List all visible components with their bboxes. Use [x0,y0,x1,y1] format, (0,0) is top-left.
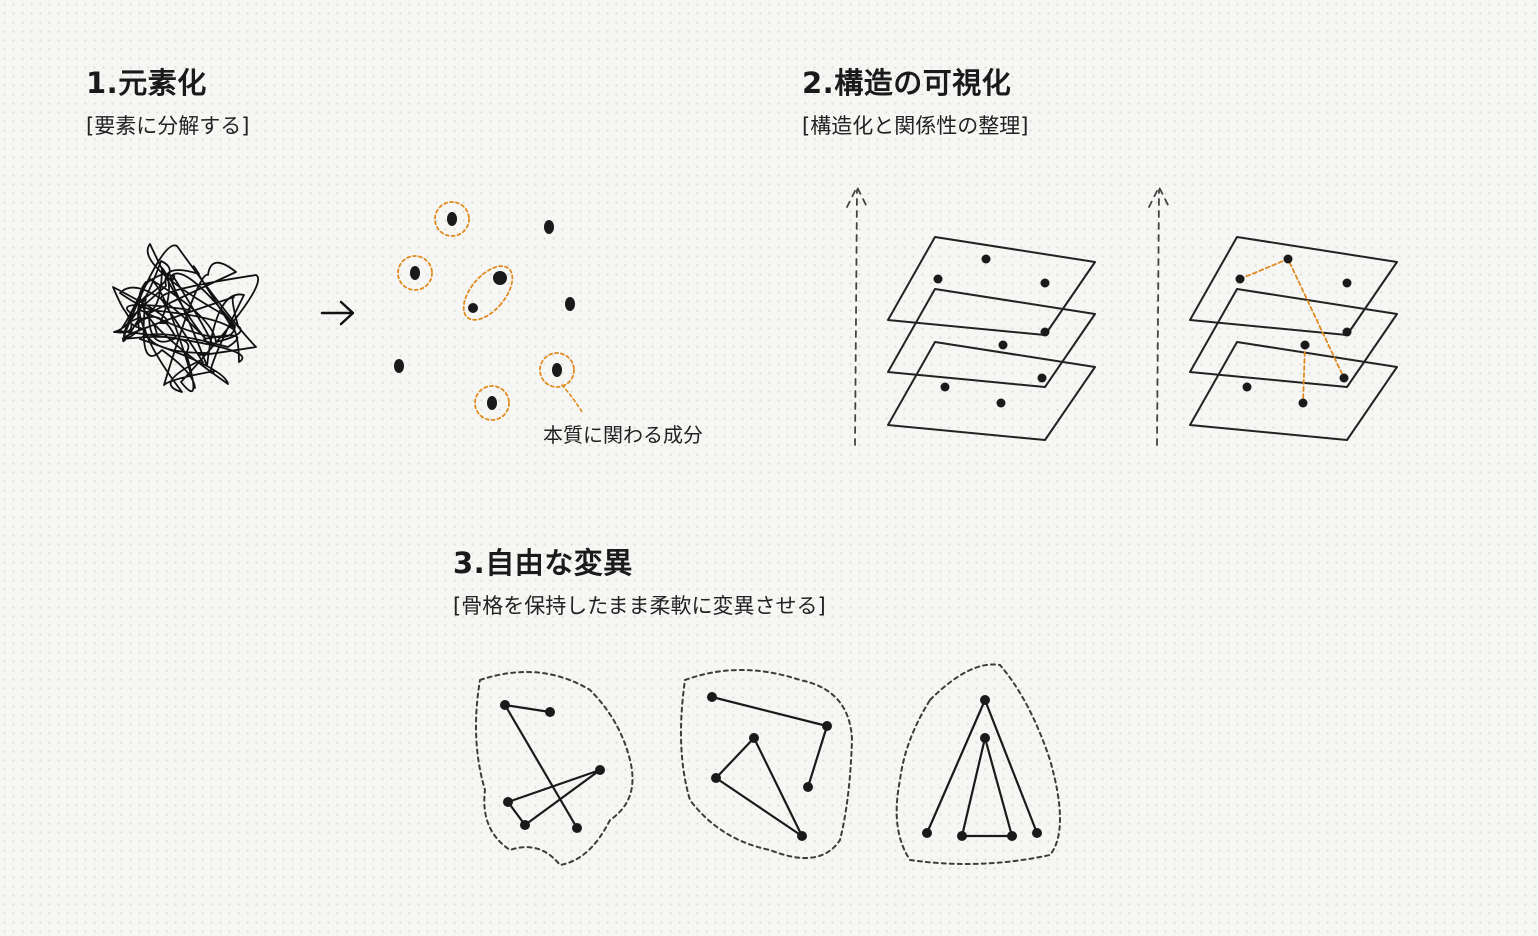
skeleton-node [520,820,530,830]
section-1-title: 1.元素化 [86,66,207,100]
section-2-subtitle: [構造化と関係性の整理] [802,114,1029,138]
layer-dot [1242,382,1252,392]
layer-dot [1342,278,1352,288]
skeleton-node [797,831,807,841]
highlight-circle [474,385,510,421]
skeleton-node [980,695,990,705]
layer-dot [1298,398,1308,408]
section-1-subtitle: [要素に分解する] [86,114,250,138]
layer-dot [933,274,943,284]
layer-dot [996,398,1006,408]
layer-dot [1040,327,1050,337]
layer-plane [887,236,1096,336]
skeleton-node [711,773,721,783]
element-dot [544,220,554,234]
vertical-axis-arrow [1148,186,1169,446]
layer-dot [1037,373,1047,383]
layer-dot [940,382,950,392]
layer-plane [1189,288,1398,388]
arrow-right-icon [320,300,355,326]
skeleton-node [957,831,967,841]
skeleton-node [822,721,832,731]
skeleton-node [749,733,759,743]
variation-shapes [475,663,1061,866]
skeleton-line [503,703,602,830]
skeleton-node [545,707,555,717]
skeleton-node [803,782,813,792]
element-dot [410,266,420,280]
skeleton-node [980,733,990,743]
annotation-leader-line [561,384,583,413]
layer-stacks [846,186,1398,446]
skeleton-line [925,698,1039,838]
layer-dot [1339,373,1349,383]
highlight-group [462,265,514,321]
layer-dot [1283,254,1293,264]
skeleton-node [595,765,605,775]
dashed-outline [680,669,853,859]
skeleton-node [500,700,510,710]
dashed-outline [475,671,634,866]
element-dot [493,271,507,285]
layer-dot [1342,327,1352,337]
element-dot [468,303,478,313]
highlight-circle [434,201,470,237]
essential-components-label: 本質に関わる成分 [543,423,703,447]
tangled-scribble [112,243,259,393]
element-dot [565,297,575,311]
vertical-axis-arrow [846,186,867,446]
element-dot [394,359,404,373]
element-dot [447,212,457,226]
layer-dot [998,340,1008,350]
layer-stack [846,186,1096,446]
section-3-subtitle: [骨格を保持したまま柔軟に変異させる] [453,594,826,618]
highlight-circle [397,255,433,291]
layer-plane [887,288,1096,388]
section-3-title: 3.自由な変異 [453,546,633,580]
skeleton-node [707,692,717,702]
skeleton-node [503,797,513,807]
layer-dot [1040,278,1050,288]
layer-plane [887,341,1096,441]
skeleton-line [710,695,829,838]
layer-dot [1235,274,1245,284]
element-dot [552,363,562,377]
section-2-title: 2.構造の可視化 [802,66,1012,100]
layer-dot [1300,340,1310,350]
element-dots [394,201,575,421]
skeleton-node [922,828,932,838]
skeleton-node [1007,831,1017,841]
highlight-circle [539,352,575,388]
layer-dot [981,254,991,264]
skeleton-node [572,823,582,833]
layer-plane [1189,236,1398,336]
element-dot [487,396,497,410]
layer-stack [1148,186,1398,446]
layer-plane [1189,341,1398,441]
skeleton-node [1032,828,1042,838]
dashed-outline [895,663,1061,865]
